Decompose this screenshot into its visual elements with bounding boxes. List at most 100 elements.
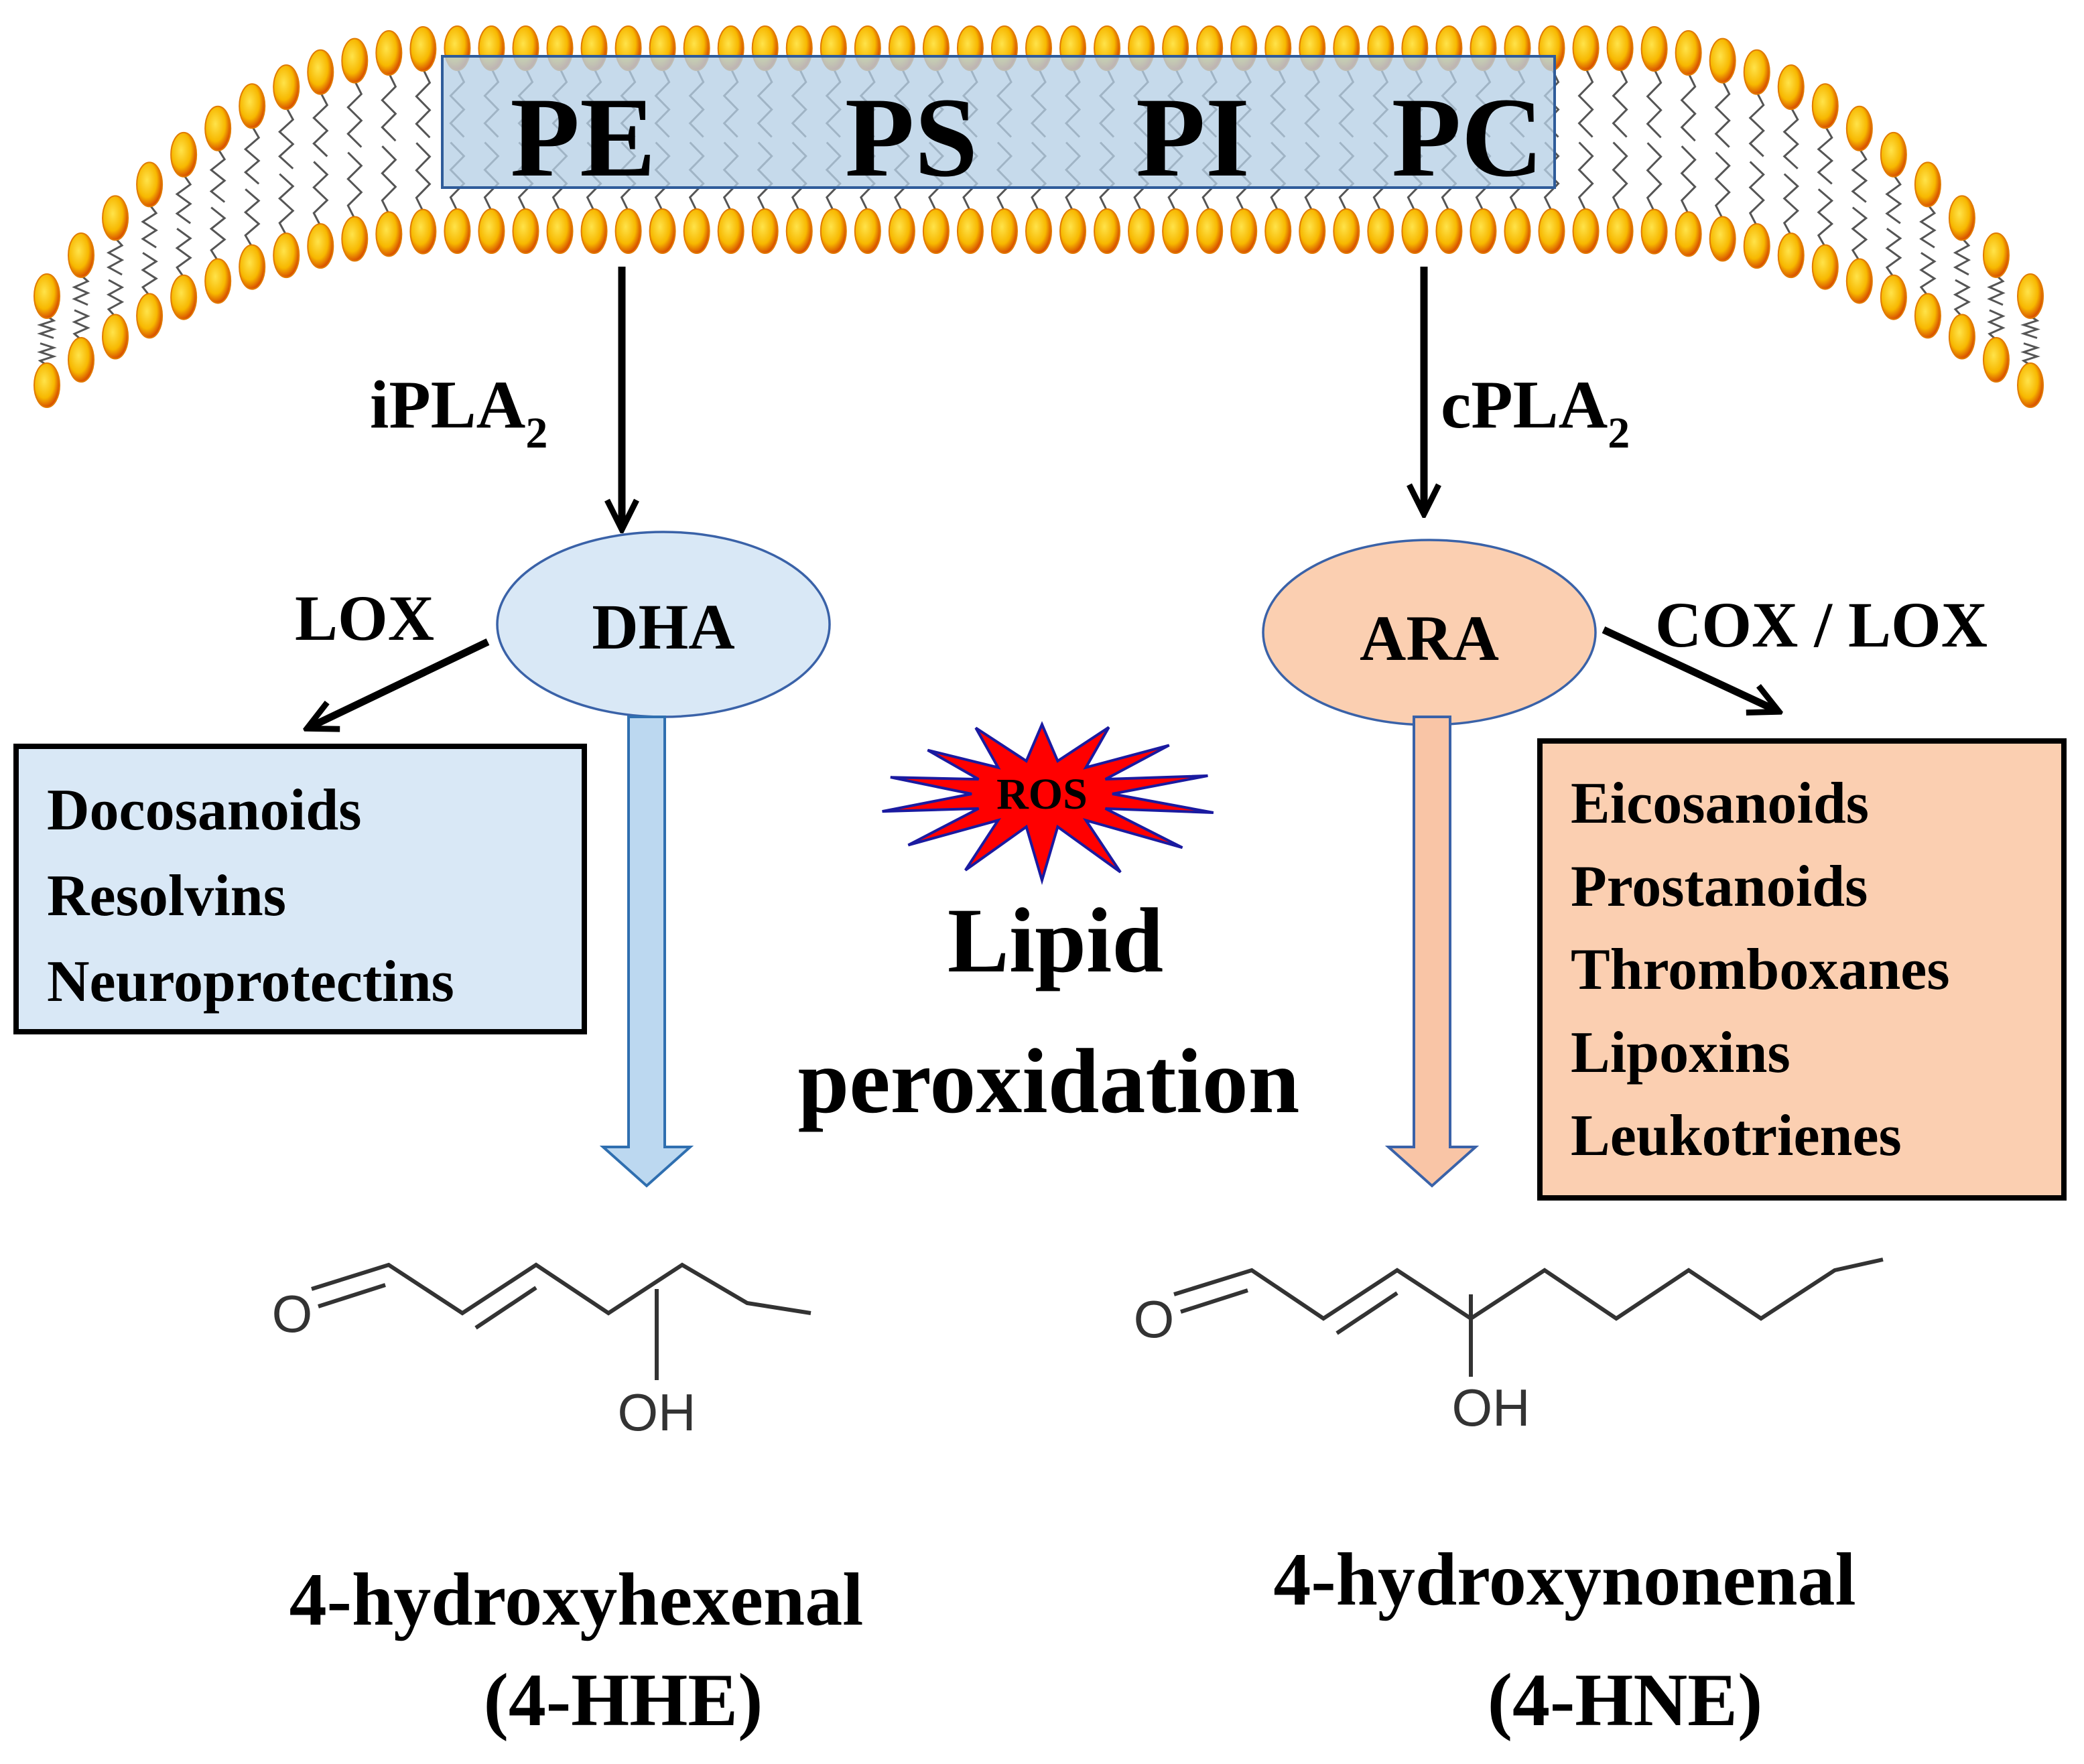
lipid-head — [102, 314, 129, 360]
lipid-head — [1675, 211, 1702, 257]
peroxidation-label: peroxidation — [798, 1030, 1300, 1132]
lipid-tail — [243, 188, 261, 248]
lipid-tail — [1646, 68, 1663, 139]
lipid-ps-label: PS — [845, 74, 978, 200]
ipla2-label: iPLA2 — [370, 367, 547, 458]
lipid-head — [717, 208, 744, 254]
lipid-head — [1094, 208, 1121, 254]
dha-peroxidation-arrow — [599, 716, 694, 1188]
lipid-tail — [278, 173, 295, 236]
cell-membrane-bilayer: PE PS PI PC — [34, 25, 2044, 408]
lipid-head — [1709, 38, 1736, 84]
lipid-head — [1572, 25, 1600, 71]
lipid-pi-label: PI — [1136, 74, 1250, 200]
lipid-head — [785, 208, 813, 254]
lipid-head — [1606, 208, 1634, 254]
center-process: ROS Lipid peroxidation — [798, 721, 1300, 1132]
left-pathway: iPLA2 DHA LOX Docosanoids Resolvins Neur… — [13, 267, 863, 1742]
lipid-head — [1128, 208, 1155, 254]
lipid-head — [273, 232, 300, 279]
lipid-head — [1059, 208, 1087, 254]
lipid-head — [1640, 208, 1668, 255]
lipid-tail — [1919, 204, 1937, 249]
product-thromboxanes: Thromboxanes — [1571, 937, 1950, 1002]
hne-oxygen-label: O — [1134, 1290, 1175, 1349]
lipid-head — [1914, 293, 1941, 339]
lipid-tail — [106, 279, 125, 318]
lipid-head — [478, 208, 505, 254]
lipid-head — [751, 208, 779, 254]
product-neuroprotectins: Neuroprotectins — [47, 949, 454, 1014]
cox-lox-arrow — [1602, 626, 1776, 710]
cpla2-label: cPLA2 — [1441, 367, 1630, 458]
lipid-head — [888, 208, 915, 254]
lipid-head — [1743, 223, 1770, 269]
lipid-pc-label: PC — [1392, 74, 1544, 200]
lipid-head — [136, 293, 164, 339]
lipid-tail — [141, 204, 158, 249]
lipid-head — [68, 337, 95, 383]
lipid-head — [1880, 274, 1907, 320]
lipid-tail — [1577, 141, 1594, 212]
lipid-head — [614, 208, 642, 254]
lipid-tail — [2020, 315, 2040, 339]
ipla2-main: iPLA — [370, 367, 525, 443]
lipid-head — [239, 244, 266, 290]
hhe-abbreviation: (4-HHE) — [484, 1659, 763, 1742]
lox-arrow — [310, 638, 490, 727]
lipid-label: Lipid — [948, 889, 1163, 992]
lipid-head — [170, 131, 198, 178]
product-leukotrienes: Leukotrienes — [1571, 1103, 1902, 1168]
hne-hydroxyl-label: OH — [1452, 1378, 1531, 1437]
dha-label: DHA — [592, 591, 734, 663]
lipid-tail — [1680, 145, 1697, 215]
lipid-tail — [312, 161, 329, 226]
lipid-tail — [72, 309, 90, 341]
lipid-tail — [1612, 141, 1628, 212]
lipid-tail — [1782, 107, 1799, 169]
lipid-tail — [1748, 161, 1765, 226]
lipid-tail — [1680, 72, 1697, 142]
lipid-tail — [1885, 174, 1902, 224]
lipid-head — [102, 195, 129, 241]
lipid-head — [341, 38, 369, 84]
cpla2-subscript: 2 — [1608, 409, 1630, 458]
lipid-tail — [209, 206, 226, 262]
lipid-tail — [37, 342, 57, 366]
lipid-head — [1675, 30, 1702, 76]
lipid-tail — [1748, 91, 1765, 157]
lipid-tail — [1919, 252, 1937, 297]
lipid-tail — [1612, 68, 1628, 138]
lipid-head — [922, 208, 950, 254]
lipid-head — [273, 64, 300, 111]
lipid-head — [1333, 208, 1360, 254]
lipid-head — [1401, 208, 1429, 254]
lipid-head — [1845, 258, 1873, 304]
lipid-tail — [415, 68, 432, 139]
lipid-tail — [1987, 309, 2006, 341]
lipid-head — [512, 208, 539, 254]
lipid-pe-label: PE — [510, 74, 655, 200]
lipid-tail — [278, 107, 295, 169]
lipid-head — [1572, 208, 1600, 254]
lipid-tail — [1782, 173, 1799, 236]
hhe-structure — [311, 1262, 811, 1380]
lipid-tail — [106, 237, 125, 276]
ara-peroxidation-arrow — [1384, 716, 1480, 1188]
lipid-head — [1948, 195, 1975, 241]
lipid-tail — [1953, 237, 1971, 276]
lipid-head — [580, 208, 608, 254]
product-lipoxins: Lipoxins — [1571, 1020, 1790, 1085]
lipid-head — [649, 208, 676, 254]
lipid-tail — [1714, 151, 1731, 220]
lipid-head — [136, 161, 164, 208]
lipid-tail — [209, 147, 226, 203]
lipid-head — [1367, 208, 1394, 254]
lipid-tail — [175, 174, 192, 224]
lipid-head — [1299, 208, 1326, 254]
lipid-tail — [1577, 68, 1594, 138]
lipid-tail — [1817, 188, 1834, 248]
lipid-head — [854, 208, 881, 254]
lipid-head — [1914, 161, 1941, 208]
